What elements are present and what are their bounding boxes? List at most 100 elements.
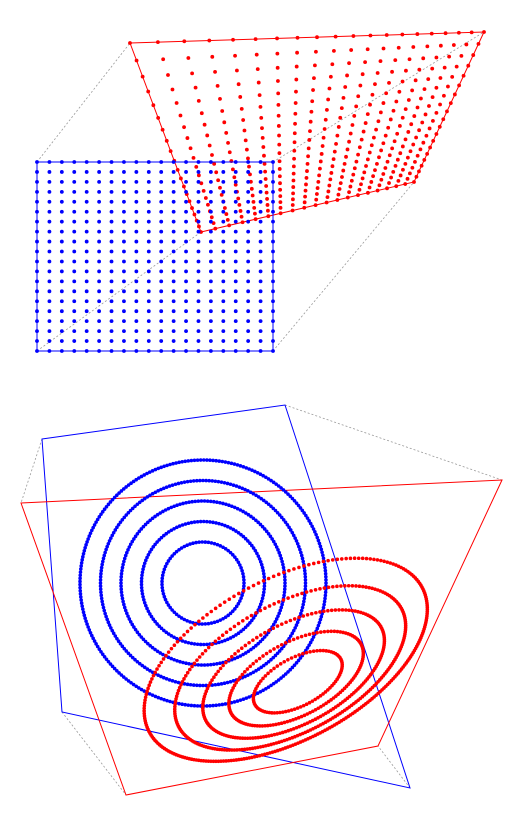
source-grid-point	[258, 219, 263, 224]
target-ellipse-point	[340, 608, 345, 612]
source-circle-point	[270, 537, 274, 541]
source-circle-point	[160, 588, 165, 593]
source-circle-point	[240, 593, 244, 598]
source-circle-point	[111, 631, 116, 636]
source-circle-point	[283, 584, 287, 588]
target-grid-outline	[129, 31, 485, 233]
target-ellipse-point	[208, 681, 213, 685]
source-circle-point	[277, 513, 282, 517]
source-grid-point	[47, 239, 52, 244]
target-grid-point	[403, 107, 408, 111]
source-grid-point	[246, 239, 251, 244]
source-circle-point	[115, 493, 119, 498]
target-grid-point	[424, 133, 429, 138]
target-grid-point	[415, 32, 420, 36]
source-circle-point	[234, 557, 239, 562]
source-circle-point	[160, 573, 165, 578]
target-grid-point	[336, 125, 341, 129]
target-grid-point	[379, 177, 384, 182]
source-grid-point	[196, 239, 201, 244]
target-grid-point	[222, 120, 227, 125]
target-ellipse-point	[261, 676, 265, 681]
source-circle-point	[201, 642, 206, 647]
source-circle-point	[244, 696, 249, 700]
source-grid-point	[35, 189, 39, 194]
target-ellipse-point	[279, 622, 284, 626]
target-ellipse-point	[177, 685, 182, 690]
target-ellipse-point	[217, 636, 221, 641]
source-circle-point	[251, 491, 256, 496]
source-grid-point	[196, 170, 201, 174]
target-ellipse-point	[290, 594, 295, 599]
target-frame-outline	[20, 479, 503, 796]
target-grid-point	[375, 161, 379, 166]
source-circle-point	[269, 504, 273, 509]
target-grid-point	[410, 88, 415, 93]
source-circle-point	[249, 647, 253, 652]
target-grid-point	[276, 113, 281, 118]
source-grid-point	[159, 229, 164, 234]
source-circle-point	[84, 619, 88, 623]
target-grid-point	[347, 61, 351, 66]
source-grid-point	[196, 319, 201, 324]
target-ellipse-point	[339, 557, 344, 561]
source-grid-point	[146, 289, 151, 294]
source-circle-point	[137, 632, 142, 637]
source-circle-point	[238, 508, 243, 512]
source-circle-point	[283, 581, 287, 585]
source-circle-point	[169, 656, 174, 661]
target-ellipse-point	[230, 748, 234, 752]
source-circle-point	[222, 681, 227, 686]
target-ellipse-point	[297, 724, 302, 729]
source-circle-point	[243, 674, 247, 679]
source-circle-point	[239, 629, 243, 634]
source-circle-point	[254, 518, 258, 523]
source-circle-point	[256, 667, 261, 671]
target-grid-point	[292, 156, 296, 161]
source-circle-point	[255, 471, 260, 475]
source-circle-point	[195, 642, 200, 647]
target-ellipse-point	[329, 608, 334, 613]
source-circle-point	[301, 602, 306, 607]
target-ellipse-point	[372, 557, 376, 562]
source-grid-point	[134, 259, 139, 264]
target-grid-point	[363, 60, 367, 65]
source-circle-point	[168, 605, 172, 610]
source-grid-point	[171, 279, 176, 284]
target-ellipse-point	[151, 673, 156, 678]
target-ellipse-point	[218, 603, 222, 608]
source-grid-point	[146, 229, 151, 234]
source-circle-point	[180, 523, 185, 527]
source-grid-point	[184, 349, 188, 353]
source-circle-point	[133, 627, 138, 632]
target-grid-point	[365, 112, 370, 117]
target-grid-point	[378, 110, 383, 115]
source-circle-point	[169, 528, 174, 533]
target-grid-point	[317, 173, 322, 178]
target-ellipse-point	[324, 649, 329, 653]
source-grid-point	[47, 229, 52, 234]
source-circle-point	[287, 525, 291, 530]
source-circle-point	[78, 588, 83, 593]
source-circle-point	[172, 504, 176, 509]
source-circle-point	[274, 482, 278, 486]
source-grid-point	[109, 309, 114, 314]
source-circle-point	[282, 575, 287, 579]
source-grid-point	[97, 239, 102, 244]
target-ellipse-point	[259, 735, 263, 740]
source-grid-point	[258, 329, 263, 334]
target-grid-point	[259, 115, 264, 120]
source-circle-point	[259, 665, 264, 670]
source-circle-point	[246, 512, 251, 517]
target-grid-point	[291, 197, 295, 202]
target-grid-point	[174, 101, 179, 105]
source-grid-point	[72, 179, 77, 184]
target-ellipse-point	[204, 689, 209, 694]
source-circle-point	[168, 556, 172, 561]
target-grid-point	[341, 168, 346, 173]
source-circle-point	[199, 663, 204, 667]
target-ellipse-point	[268, 649, 273, 653]
source-circle-point	[221, 660, 225, 665]
target-grid-point	[244, 147, 249, 152]
source-circle-point	[104, 614, 108, 619]
